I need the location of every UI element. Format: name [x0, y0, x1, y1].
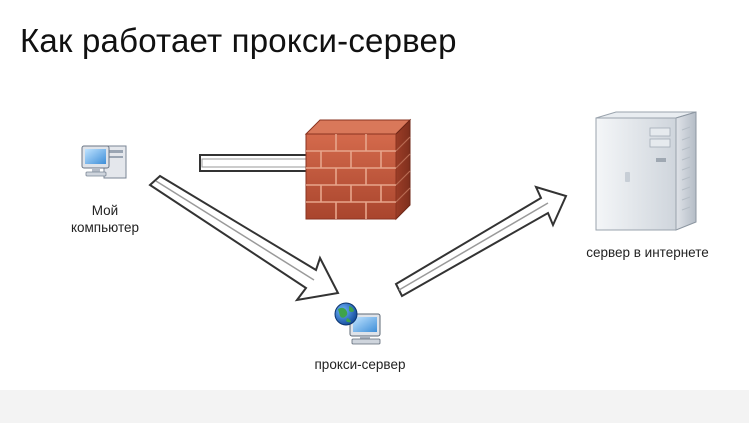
brick-firewall-icon — [304, 118, 412, 221]
proxy-label: прокси-сервер — [314, 357, 406, 372]
page-title: Как работает прокси-сервер — [20, 22, 457, 59]
desktop-computer-icon — [81, 145, 127, 179]
tower-server-icon — [595, 111, 697, 231]
computer-label-line1: Мой — [91, 203, 119, 218]
computer-label-line2: компьютер — [70, 220, 140, 235]
arrow-proxy-to-server — [394, 185, 568, 298]
server-label: сервер в интернете — [586, 245, 709, 260]
computer-label: Мой компьютер — [50, 202, 160, 236]
arrow-computer-to-proxy — [148, 174, 340, 302]
diagram-canvas — [81, 111, 697, 345]
slide: Как работает прокси-сервер — [0, 0, 749, 390]
proxy-network-computer-icon — [334, 302, 381, 345]
bottom-strip — [0, 390, 749, 423]
blocked-connector — [199, 154, 313, 172]
